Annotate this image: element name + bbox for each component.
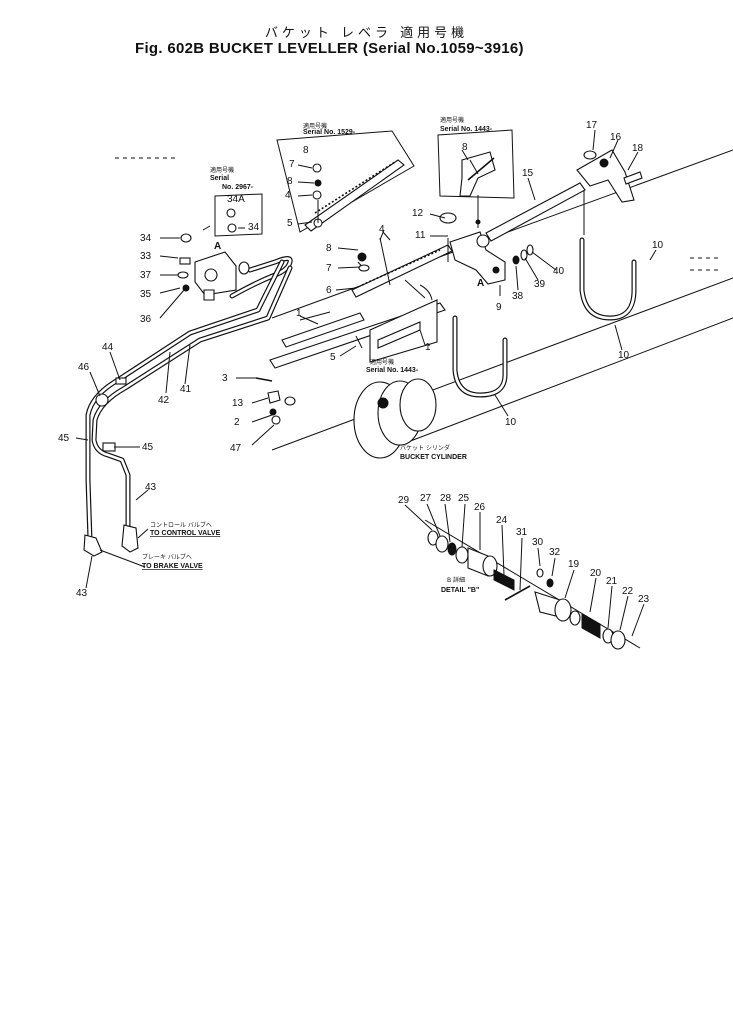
serial-1443-mid-label: Serial No. 1443- [366, 367, 419, 374]
serial-1443-mid-jp-label: 適用号機 [370, 358, 394, 366]
bucket-cylinder-assembly [271, 149, 733, 459]
part-number: 7 [326, 263, 332, 274]
part-number: 32 [549, 547, 561, 558]
view-a-marker: A [477, 278, 484, 289]
part-number: 5 [330, 352, 336, 363]
serial-2967-label-line2: No. 2967- [222, 184, 254, 191]
part-number: 22 [622, 586, 634, 597]
serial-1529-detail-box [276, 130, 415, 233]
detail-b-label: DETAIL "B" [441, 587, 479, 594]
part-number: 42 [158, 395, 170, 406]
part-number: 47 [230, 443, 242, 454]
part-number: 36 [140, 314, 152, 325]
part-number: 31 [516, 527, 528, 538]
part-number: 26 [474, 502, 486, 513]
detail-b-exploded [424, 519, 641, 650]
detail-b-jp-label: B 詳細 [447, 576, 465, 584]
part-number: 2 [234, 417, 240, 428]
brake-valve-label: TO BRAKE VALVE [142, 563, 203, 570]
part-number: 8 [303, 145, 309, 156]
part-number: 12 [412, 208, 424, 219]
serial-1443-top-jp-label: 適用号機 [440, 116, 464, 124]
part-number: 29 [398, 495, 410, 506]
part-number: 41 [180, 384, 192, 395]
part-number: 5 [287, 218, 293, 229]
u-tube [452, 237, 637, 398]
part-number: 1 [296, 308, 302, 319]
part-number: 43 [76, 588, 88, 599]
part-number: 33 [140, 251, 152, 262]
part-number: 9 [496, 302, 502, 313]
part-number: 35 [140, 289, 152, 300]
serial-1443-plate-detail [369, 299, 438, 363]
part-number: 7 [289, 159, 295, 170]
part-number: 27 [420, 493, 432, 504]
part-number: 4 [379, 224, 385, 235]
serial-1529-label: Serial No. 1529- [303, 129, 356, 136]
control-valve-jp-label: コントロール バルブへ [150, 521, 212, 529]
control-valve-label: TO CONTROL VALVE [150, 530, 221, 537]
part-number: 1 [425, 342, 431, 353]
serial-1443-top-label: Serial No. 1443- [440, 126, 493, 133]
bucket-cylinder-jp-label: バケット シリンダ [400, 444, 450, 452]
part-number: 4 [285, 190, 291, 201]
part-number: 10 [505, 417, 517, 428]
part-number: 44 [102, 342, 114, 353]
part-number: 16 [610, 132, 622, 143]
part-number: 28 [440, 493, 452, 504]
part-number: 10 [652, 240, 664, 251]
valve-block [177, 225, 250, 301]
part-number: 40 [553, 266, 565, 277]
part-number: 6 [326, 285, 332, 296]
part-number: 46 [78, 362, 90, 373]
part-number: 17 [586, 120, 598, 131]
lever-plate [351, 229, 453, 301]
view-a-marker: A [214, 241, 221, 252]
part-number: 10 [618, 350, 630, 361]
part-number: 13 [232, 398, 244, 409]
serial-2967-detail-box [214, 193, 263, 237]
leader-lines [75, 129, 657, 637]
part-number: 20 [590, 568, 602, 579]
bucket-cylinder-label: BUCKET CYLINDER [400, 454, 467, 461]
part-number: 45 [58, 433, 70, 444]
link-rod [485, 182, 586, 265]
pivot-bracket [439, 195, 506, 285]
part-number: 34A [227, 194, 245, 205]
part-number: 25 [458, 493, 470, 504]
part-number: 19 [568, 559, 580, 570]
part-number-labels: 17 16 18 15 8 12 11 4 7 8 8 4 5 8 7 6 1 … [58, 120, 664, 605]
part-number: 39 [534, 279, 546, 290]
hose-assembly [83, 256, 293, 557]
arm-assembly [576, 149, 643, 235]
part-number: 43 [145, 482, 157, 493]
serial-2967-jp-label: 適用号機 [210, 166, 234, 174]
part-number: 21 [606, 576, 618, 587]
part-number: 24 [496, 515, 508, 526]
serial-2967-label-line1: Serial [210, 175, 229, 182]
part-number: 37 [140, 270, 152, 281]
part-number: 8 [287, 176, 293, 187]
part-number: 18 [632, 143, 644, 154]
serial-1443-detail-box [437, 129, 515, 199]
serial-1529-jp-label: 適用号機 [303, 122, 327, 130]
part-number: 8 [326, 243, 332, 254]
part-number: 23 [638, 594, 650, 605]
part-number: 45 [142, 442, 154, 453]
lower-fittings [255, 335, 363, 425]
part-number: 38 [512, 291, 524, 302]
part-number: 8 [462, 142, 468, 153]
title-japanese: バケット レベラ 適用号機 [264, 26, 469, 41]
part-number: 34 [140, 233, 152, 244]
part-number: 11 [415, 230, 426, 241]
figure-title: Fig. 602B BUCKET LEVELLER (Serial No.105… [135, 40, 524, 57]
part-number: 30 [532, 537, 544, 548]
brake-valve-jp-label: ブレーキ バルブへ [142, 553, 192, 561]
part-number: 34 [248, 222, 260, 233]
part-number: 15 [522, 168, 534, 179]
part-number: 3 [222, 373, 228, 384]
